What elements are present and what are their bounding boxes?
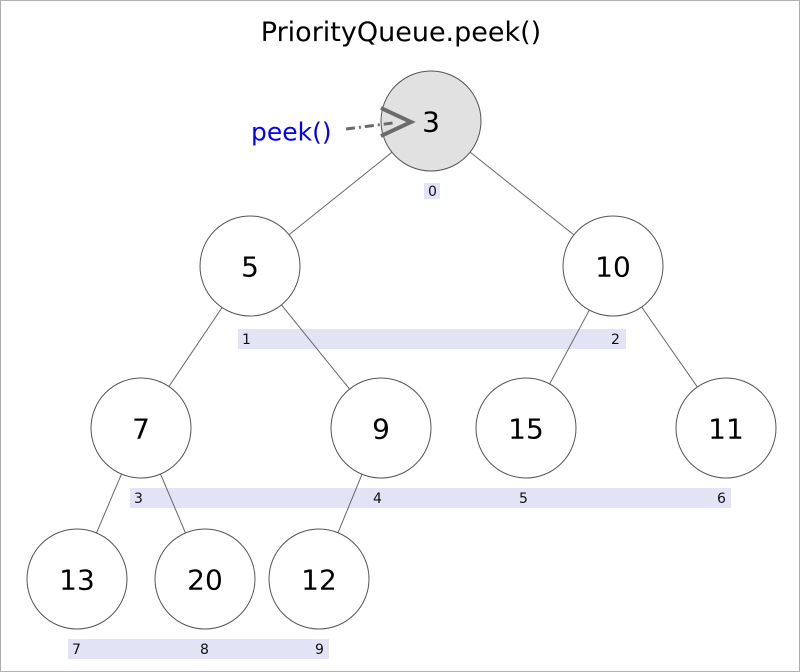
index-band-row-1 bbox=[238, 329, 626, 349]
index-band-row-3 bbox=[68, 639, 329, 659]
peek-arrow-shaft bbox=[345, 121, 394, 131]
tree-edges-layer bbox=[96, 151, 698, 534]
node-value-1: 5 bbox=[241, 251, 259, 284]
tree-node-7[interactable]: 13 bbox=[26, 528, 128, 630]
tree-edge-0-1 bbox=[288, 151, 393, 236]
tree-edge-2-5 bbox=[549, 309, 590, 385]
index-label-2: 2 bbox=[611, 332, 620, 348]
node-value-2: 10 bbox=[595, 251, 631, 284]
tree-edge-1-3 bbox=[168, 307, 223, 387]
index-label-7: 7 bbox=[72, 642, 81, 658]
tree-node-6[interactable]: 11 bbox=[675, 377, 777, 479]
node-circle-0[interactable] bbox=[380, 70, 482, 172]
node-value-6: 11 bbox=[708, 413, 744, 446]
node-circle-9[interactable] bbox=[268, 528, 370, 630]
node-value-0: 3 bbox=[422, 106, 440, 139]
node-circle-5[interactable] bbox=[475, 377, 577, 479]
tree-node-5[interactable]: 15 bbox=[475, 377, 577, 479]
index-label-4: 4 bbox=[373, 491, 382, 507]
tree-node-9[interactable]: 12 bbox=[268, 528, 370, 630]
tree-node-4[interactable]: 9 bbox=[330, 377, 432, 479]
node-value-5: 15 bbox=[508, 413, 544, 446]
tree-edge-3-7 bbox=[96, 473, 122, 534]
node-circle-1[interactable] bbox=[199, 215, 301, 317]
index-bands-layer bbox=[68, 183, 731, 659]
tree-edge-2-6 bbox=[641, 306, 698, 388]
peek-arrow-head bbox=[380, 106, 416, 138]
tree-node-2[interactable]: 10 bbox=[562, 215, 664, 317]
index-label-0: 0 bbox=[428, 184, 437, 200]
tree-node-8[interactable]: 20 bbox=[154, 528, 256, 630]
tree-node-1[interactable]: 5 bbox=[199, 215, 301, 317]
tree-edge-3-8 bbox=[160, 473, 186, 534]
index-label-8: 8 bbox=[200, 642, 209, 658]
index-label-3: 3 bbox=[134, 491, 143, 507]
node-value-4: 9 bbox=[372, 413, 390, 446]
peek-annotation-label: peek() bbox=[251, 118, 332, 147]
node-circle-4[interactable] bbox=[330, 377, 432, 479]
node-circle-7[interactable] bbox=[26, 528, 128, 630]
node-value-8: 20 bbox=[187, 564, 223, 597]
tree-edge-0-2 bbox=[469, 151, 575, 236]
node-value-7: 13 bbox=[59, 564, 95, 597]
tree-node-3[interactable]: 7 bbox=[90, 377, 192, 479]
index-label-1: 1 bbox=[242, 332, 251, 348]
node-circle-6[interactable] bbox=[675, 377, 777, 479]
page-title: PriorityQueue.peek() bbox=[260, 17, 542, 48]
node-circle-2[interactable] bbox=[562, 215, 664, 317]
node-circle-3[interactable] bbox=[90, 377, 192, 479]
index-label-9: 9 bbox=[315, 642, 324, 658]
index-label-6: 6 bbox=[717, 491, 726, 507]
node-value-9: 12 bbox=[301, 564, 337, 597]
node-value-3: 7 bbox=[132, 413, 150, 446]
tree-edge-4-9 bbox=[337, 474, 363, 533]
index-band-row-0 bbox=[424, 183, 440, 199]
tree-node-0[interactable]: 3 bbox=[380, 70, 482, 172]
peek-annotation-layer: peek() bbox=[251, 106, 416, 147]
node-circle-8[interactable] bbox=[154, 528, 256, 630]
index-band-row-2 bbox=[130, 488, 731, 508]
tree-edge-1-4 bbox=[281, 304, 350, 390]
index-label-5: 5 bbox=[519, 491, 528, 507]
